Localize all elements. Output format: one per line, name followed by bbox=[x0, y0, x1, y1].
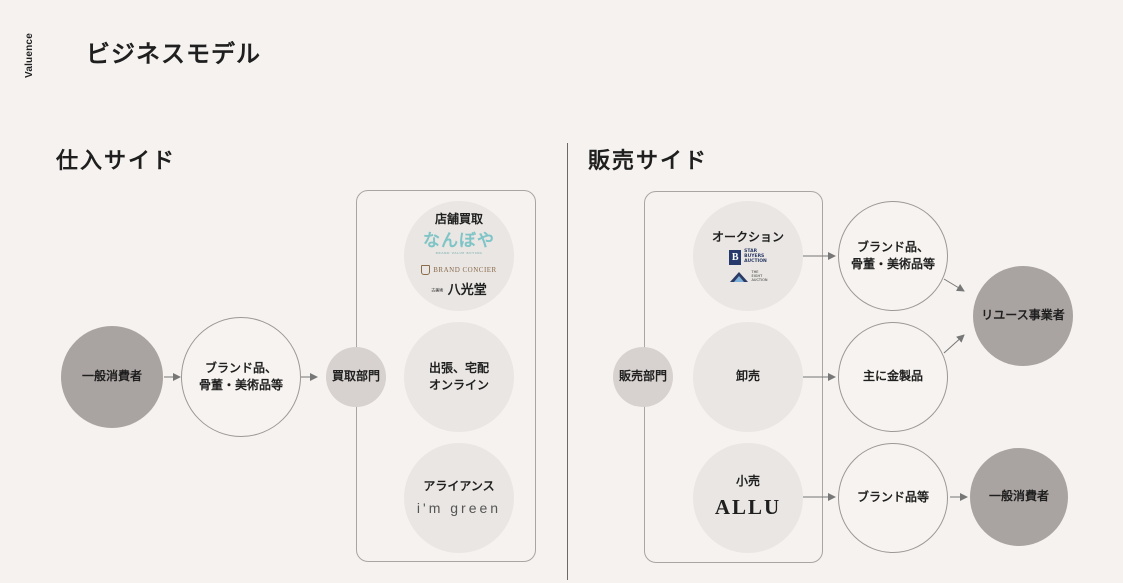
wholesale-node: 卸売 bbox=[693, 322, 803, 432]
visit-delivery-node: 出張、宅配 オンライン bbox=[404, 322, 514, 432]
consumer-out-label: 一般消費者 bbox=[988, 489, 1049, 504]
hakkodo-logo: 古美術 八光堂 bbox=[431, 282, 487, 301]
out-goods-node: ブランド品、 骨董・美術品等 bbox=[838, 201, 948, 311]
consumer-out-node: 一般消費者 bbox=[970, 448, 1068, 546]
allu-logo: ALLU bbox=[714, 495, 782, 520]
tea-text-3: AUCTION bbox=[751, 278, 768, 283]
right-section-title: 販売サイド bbox=[588, 149, 709, 174]
reuse-business-label: リユース事業者 bbox=[981, 308, 1065, 323]
store-purchase-node: 店舗買取 なんぼや BRAND VALUE BUYING BRAND CONCI… bbox=[404, 201, 514, 311]
brand-concier-text: BRAND CONCIER bbox=[433, 265, 497, 274]
retail-node: 小売 ALLU bbox=[693, 443, 803, 553]
page-title: ビジネスモデル bbox=[86, 40, 261, 68]
store-purchase-label: 店舗買取 bbox=[434, 212, 483, 227]
goods-node: ブランド品、 骨董・美術品等 bbox=[181, 317, 301, 437]
tea-text-1: THE bbox=[751, 270, 759, 275]
sba-text-1: STAR bbox=[744, 249, 758, 255]
arrow-metal-to-reuse bbox=[943, 334, 965, 354]
sba-text-3: AUCTION bbox=[744, 259, 767, 265]
sales-dept-node: 販売部門 bbox=[613, 347, 673, 407]
brand-goods-label: ブランド品等 bbox=[856, 490, 929, 505]
section-divider bbox=[567, 143, 568, 580]
nanboya-logo-sub: BRAND VALUE BUYING bbox=[435, 250, 483, 255]
nanboya-logo: なんぼや bbox=[422, 230, 495, 251]
eight-auction-logo: THE EIGHT AUCTION bbox=[729, 270, 768, 283]
hakkodo-prefix: 古美術 bbox=[431, 287, 444, 293]
hakkodo-text: 八光堂 bbox=[447, 283, 487, 299]
goods-label-line1: ブランド品、 bbox=[204, 360, 277, 375]
alliance-node: アライアンス i'm green bbox=[404, 443, 514, 553]
visit-label-line2: オンライン bbox=[428, 378, 489, 392]
visit-label-line1: 出張、宅配 bbox=[428, 360, 489, 375]
im-green-logo: i'm green bbox=[416, 500, 502, 517]
brand-concier-logo: BRAND CONCIER bbox=[421, 264, 497, 275]
sales-dept-label: 販売部門 bbox=[618, 369, 667, 384]
auction-label: オークション bbox=[711, 229, 784, 244]
auction-node: オークション B STAR BUYERS AUCTION THE EIGHT A… bbox=[693, 201, 803, 311]
purchase-dept-label: 買取部門 bbox=[331, 369, 380, 384]
wholesale-label: 卸売 bbox=[735, 369, 760, 384]
brand-concier-icon bbox=[421, 264, 431, 275]
consumer-label: 一般消費者 bbox=[81, 369, 142, 384]
purchase-dept-node: 買取部門 bbox=[326, 347, 386, 407]
brand-goods-node: ブランド品等 bbox=[838, 443, 948, 553]
gold-products-label: 主に金製品 bbox=[862, 369, 923, 384]
tea-text-2: EIGHT bbox=[751, 274, 763, 279]
sba-mark-icon: B bbox=[729, 250, 742, 266]
left-section-title: 仕入サイド bbox=[56, 149, 177, 174]
alliance-label: アライアンス bbox=[423, 478, 495, 493]
eight-auction-mountain-icon bbox=[729, 272, 748, 283]
out-goods-line1: ブランド品、 bbox=[856, 239, 929, 254]
gold-products-node: 主に金製品 bbox=[838, 322, 948, 432]
sba-text-2: BUYERS bbox=[744, 254, 765, 260]
goods-label-line2: 骨董・美術品等 bbox=[198, 378, 283, 392]
consumer-node: 一般消費者 bbox=[61, 326, 163, 428]
star-buyers-auction-logo: B STAR BUYERS AUCTION bbox=[729, 249, 767, 266]
out-goods-line2: 骨董・美術品等 bbox=[850, 257, 935, 271]
arrow-goods-to-reuse bbox=[943, 278, 965, 292]
reuse-business-node: リユース事業者 bbox=[973, 266, 1073, 366]
retail-label: 小売 bbox=[735, 474, 760, 489]
